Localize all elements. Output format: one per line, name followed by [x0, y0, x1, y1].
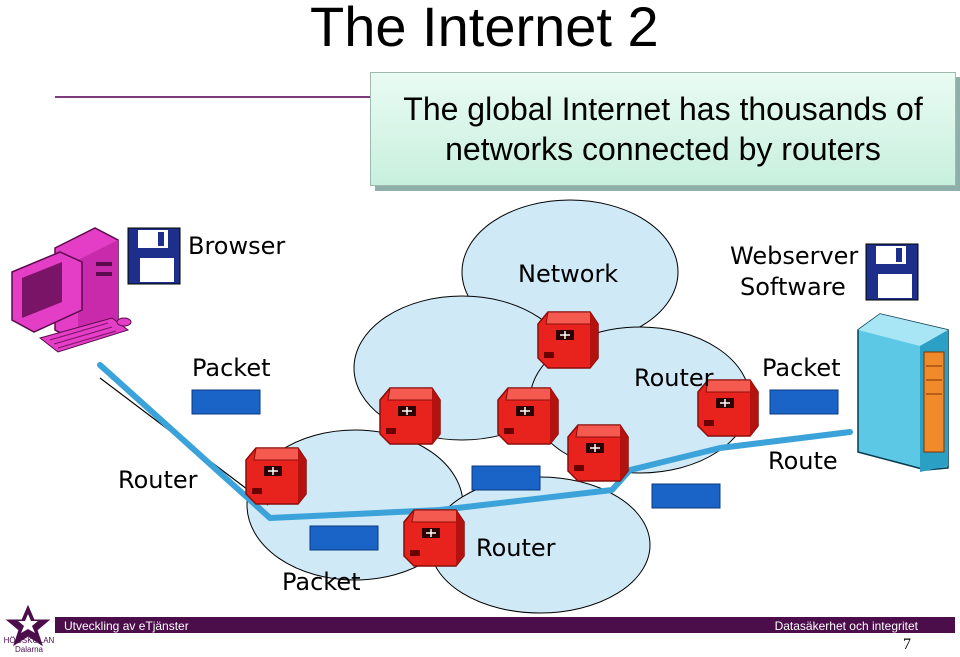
packet-icon: [651, 483, 721, 509]
computer-icon: [11, 227, 132, 353]
router-label-left: Router: [118, 466, 198, 494]
logo-text: HÖGSKOLAN Dalarna: [2, 636, 56, 654]
callout-line-2: networks connected by routers: [445, 131, 881, 167]
floppy-disk-icon: [865, 243, 919, 301]
packet-icon: [309, 525, 379, 551]
callout-line-1: The global Internet has thousands of: [403, 91, 923, 127]
packet-icon: [471, 465, 541, 491]
logo-text-line1: HÖGSKOLAN: [3, 636, 55, 645]
server-icon: [857, 313, 949, 472]
logo-text-line2: Dalarna: [14, 645, 43, 654]
webserver-label-line2: Software: [740, 273, 846, 301]
router-icon: [537, 311, 599, 369]
floppy-disk-icon: [127, 227, 181, 285]
network-label: Network: [518, 260, 619, 288]
router-icon: [245, 447, 307, 505]
router-icon: [497, 387, 559, 445]
router-label-bottom: Router: [476, 534, 556, 562]
logo-star-icon: [5, 604, 51, 647]
browser-label: Browser: [188, 232, 286, 260]
route-line: [97, 362, 853, 521]
route-label: Route: [768, 447, 838, 475]
packet-label-right: Packet: [762, 354, 841, 382]
packet-icon: [769, 389, 839, 415]
webserver-label-line1: Webserver: [730, 242, 859, 270]
page-title: The Internet 2: [310, 0, 659, 58]
router-icon: [379, 387, 441, 445]
footer-subject: Datasäkerhet och integritet: [774, 619, 918, 633]
footer-bar: [55, 617, 955, 633]
footer-course: Utveckling av eTjänster: [64, 619, 189, 633]
router-label-middle: Router: [634, 364, 714, 392]
router-icon: [567, 424, 629, 482]
router-icon: [403, 509, 465, 567]
callout-box: The global Internet has thousands of net…: [370, 72, 956, 186]
packet-icon: [191, 389, 261, 415]
page-number: 7: [903, 636, 911, 653]
packet-label-bottom: Packet: [282, 568, 361, 596]
packet-label-left: Packet: [192, 354, 271, 382]
